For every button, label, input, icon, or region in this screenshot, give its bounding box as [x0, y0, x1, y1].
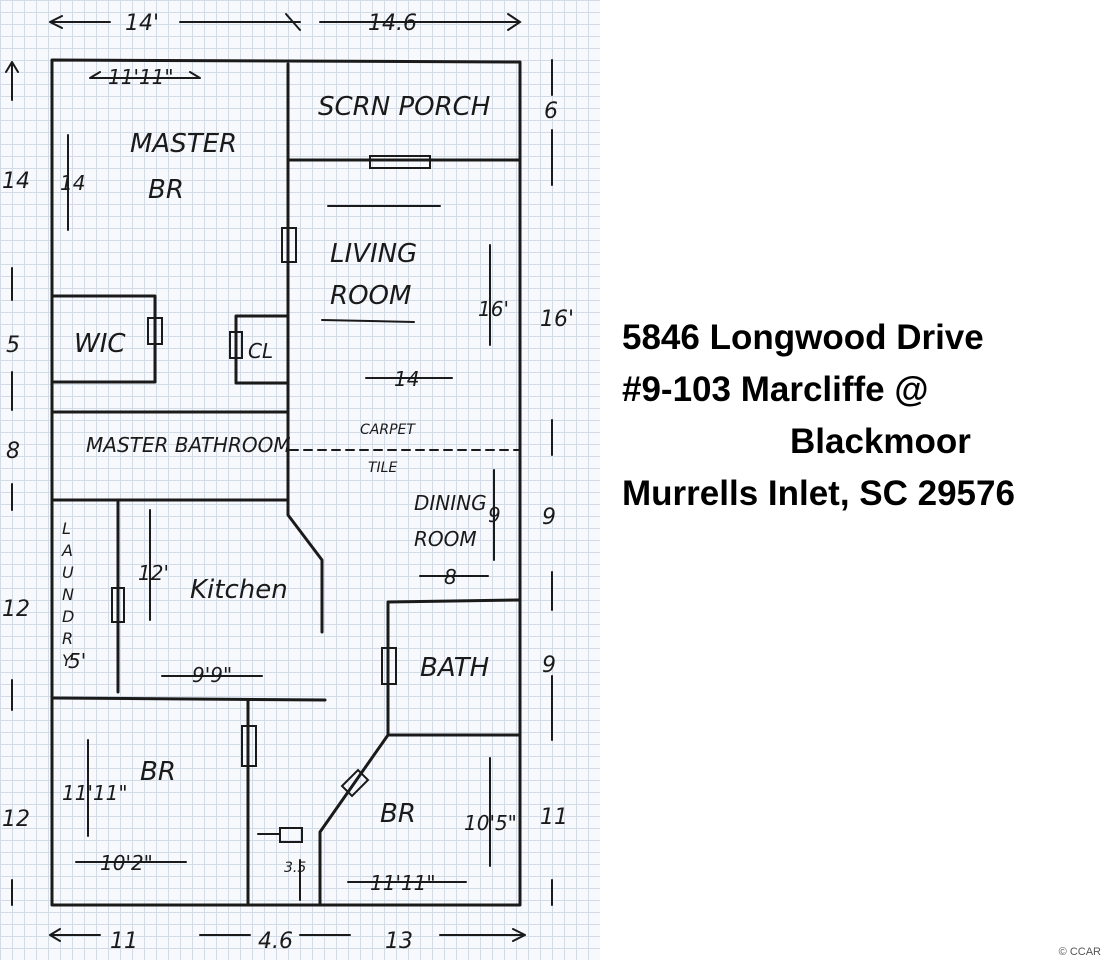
- copyright-mark: © CCAR: [1058, 946, 1101, 958]
- dining-room-depth: 9: [488, 503, 501, 527]
- left-br-depth: 11'11": [62, 781, 128, 805]
- right-br-wall: [318, 733, 390, 907]
- left-dim-5: 12: [2, 807, 30, 832]
- master-bath-label: MASTER BATHROOM: [86, 433, 291, 457]
- address-line-3: Blackmoor: [790, 422, 971, 461]
- left-br-door: [241, 725, 257, 767]
- master-br-label-2: BR: [148, 175, 184, 205]
- kitchen-width: 9'9": [192, 663, 232, 687]
- right-dim-5: 11: [540, 805, 568, 830]
- carpet-label: CARPET: [360, 422, 416, 438]
- outer-wall: [50, 58, 522, 907]
- laundry-letter-2: A: [61, 541, 73, 560]
- kitchen-depth: 12': [138, 561, 169, 585]
- scrn-porch-label: SCRN PORCH: [318, 92, 490, 122]
- laundry-door: [111, 587, 125, 623]
- right-dim-4: 9: [542, 653, 556, 678]
- living-room-label-1: LIVING: [330, 239, 417, 269]
- kitchen-label: Kitchen: [190, 575, 288, 605]
- laundry-letter-1: L: [62, 519, 71, 538]
- hall-closet: [257, 827, 303, 843]
- laundry-letter-5: D: [62, 607, 74, 626]
- bath-label: BATH: [420, 653, 489, 683]
- master-br-depth: 14: [60, 171, 85, 195]
- right-dim-1: 6: [544, 99, 558, 124]
- master-br-width: 11'11": [108, 65, 174, 89]
- wic-door: [147, 317, 163, 345]
- address-line-2: #9-103 Marcliffe @: [622, 370, 929, 409]
- laundry-letter-6: R: [62, 629, 73, 648]
- living-underline: [321, 205, 441, 323]
- laundry-letter-4: N: [62, 585, 74, 604]
- living-door: [281, 227, 297, 263]
- hall-closet-width: 3.5: [284, 860, 306, 876]
- dim-bottom-mid: 4.6: [258, 929, 293, 954]
- dimension-arrows: [5, 13, 553, 942]
- dim-bottom-right: 13: [385, 929, 413, 954]
- right-dim-3: 9: [542, 505, 556, 530]
- floor-plan-sketch: 14' 14.6 11 4.6 13 14 5 8 12 12 6 16' 9 …: [0, 0, 600, 960]
- right-br-depth: 10'5": [464, 811, 517, 835]
- right-br-width: 11'11": [370, 871, 436, 895]
- right-dim-2: 16': [540, 307, 574, 332]
- porch-door: [369, 155, 431, 169]
- right-br-label: BR: [380, 799, 416, 829]
- dim-top-right: 14.6: [368, 11, 417, 36]
- master-bath-wall: [50, 410, 290, 502]
- laundry-letter-3: U: [62, 563, 74, 582]
- left-dim-4: 12: [2, 597, 30, 622]
- master-living-wall: [286, 158, 324, 634]
- left-br-width: 10'2": [100, 851, 153, 875]
- laundry-width: 5': [68, 649, 86, 673]
- wic-label: WIC: [74, 329, 126, 359]
- dim-bottom-left: 11: [110, 929, 138, 954]
- living-room-label-2: ROOM: [330, 281, 411, 311]
- bath-door: [381, 647, 397, 685]
- living-room-depth: 16': [478, 297, 509, 321]
- address-line-1: 5846 Longwood Drive: [622, 318, 984, 357]
- bath-wall: [386, 598, 522, 737]
- living-room-width: 14: [394, 367, 419, 391]
- master-br-label-1: MASTER: [130, 129, 237, 159]
- dining-room-label-1: DINING: [414, 491, 487, 515]
- dining-room-label-2: ROOM: [414, 527, 477, 551]
- closet-wall: [234, 314, 290, 385]
- closet-door: [229, 331, 243, 359]
- floor-plan-drawing: 14' 14.6 11 4.6 13 14 5 8 12 12 6 16' 9 …: [2, 11, 574, 954]
- dining-room-width: 8: [444, 565, 457, 589]
- right-br-door: [340, 768, 370, 798]
- wic-wall: [50, 294, 157, 384]
- property-address: 5846 Longwood Drive #9-103 Marcliffe @ B…: [622, 312, 1082, 520]
- left-dim-3: 8: [6, 439, 20, 464]
- address-line-4: Murrells Inlet, SC 29576: [622, 474, 1015, 513]
- kitchen-bottom-wall: [50, 696, 327, 702]
- left-br-label: BR: [140, 757, 176, 787]
- dim-top-left: 14': [125, 11, 159, 36]
- closet-label: CL: [248, 339, 273, 363]
- laundry-letter-7: Y: [62, 651, 73, 670]
- tile-label: TILE: [368, 460, 397, 476]
- left-dim-2: 5: [6, 333, 20, 358]
- left-dim-1: 14: [2, 169, 30, 194]
